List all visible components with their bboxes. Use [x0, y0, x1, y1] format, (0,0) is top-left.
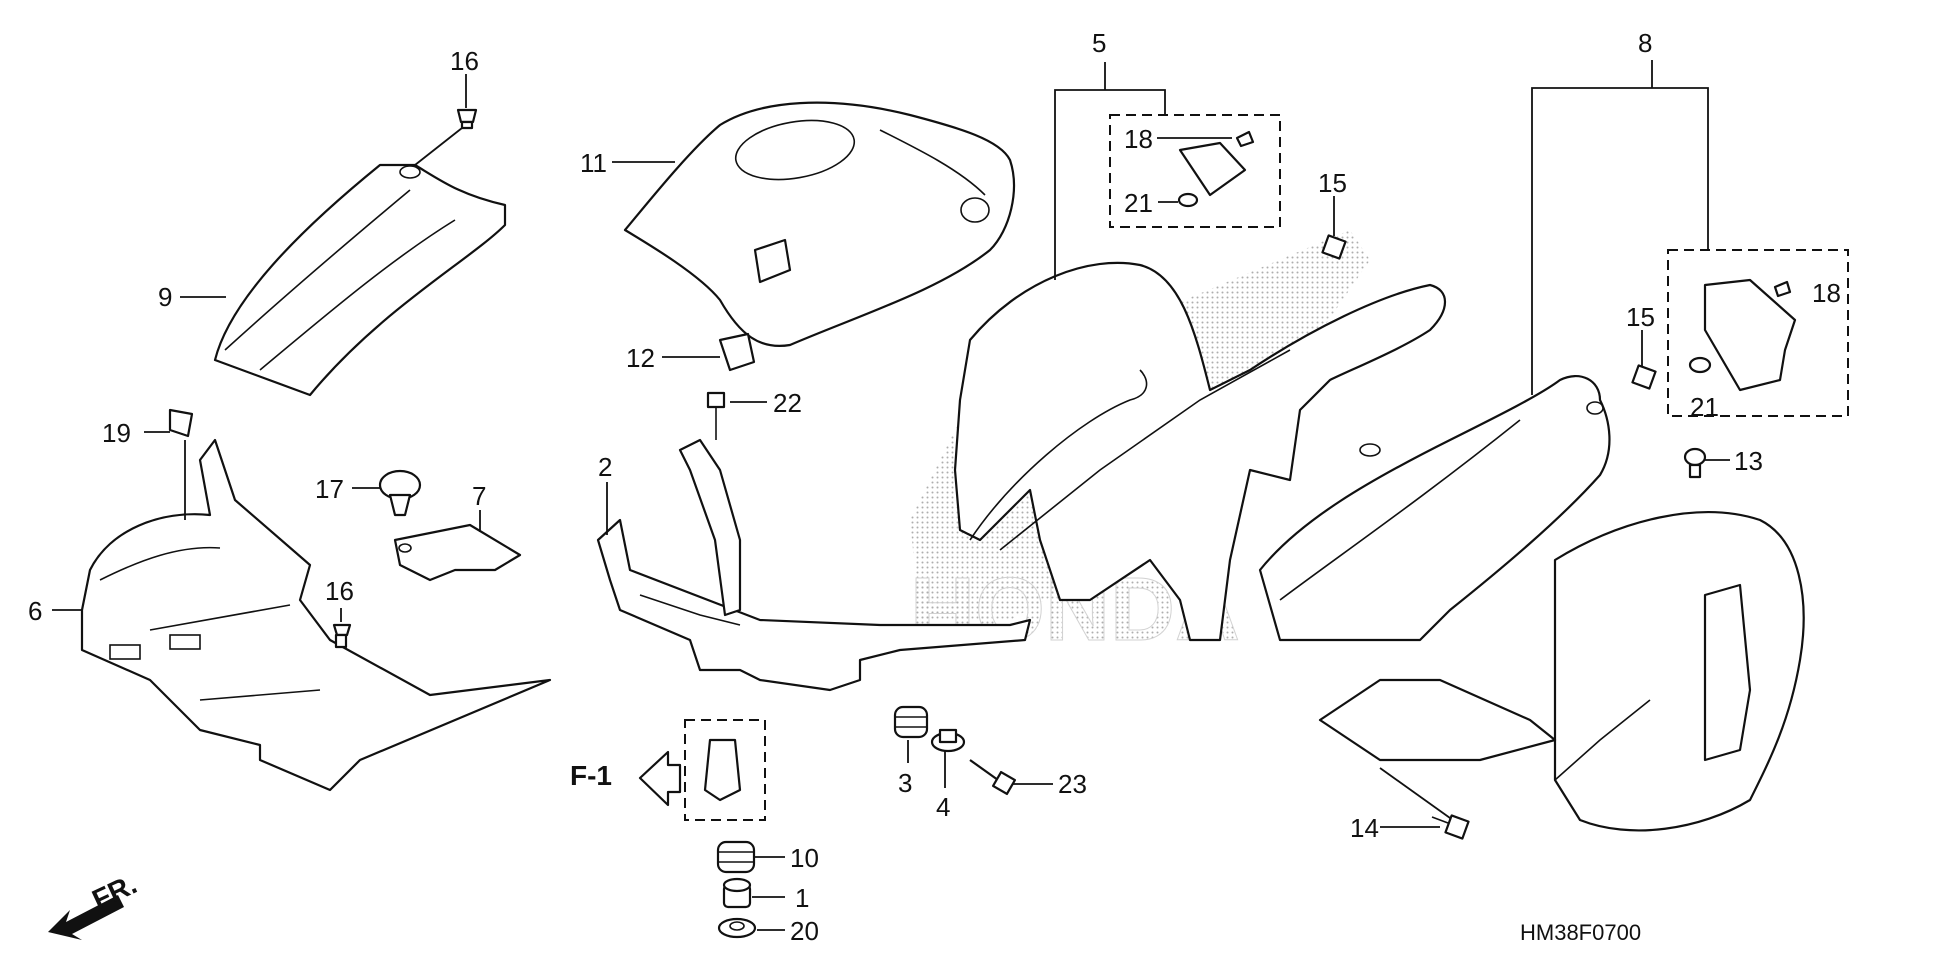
bracket-5 — [1054, 62, 1166, 280]
label-22: 22 — [773, 388, 802, 418]
label-14: 14 — [1350, 813, 1379, 843]
label-6: 6 — [28, 596, 42, 626]
label-18b: 18 — [1812, 278, 1841, 308]
label-23: 23 — [1058, 769, 1087, 799]
label-1: 1 — [795, 883, 809, 913]
label-7: 7 — [472, 481, 486, 511]
bracket-8 — [1531, 60, 1709, 395]
part-16-top-clip — [456, 108, 478, 130]
inset-5-box — [1109, 114, 1281, 228]
label-11: 11 — [580, 148, 607, 178]
part-16-side-clip — [332, 623, 352, 649]
part-12-clip — [718, 332, 756, 372]
label-13: 13 — [1734, 446, 1763, 476]
fr-direction-arrow — [48, 895, 124, 940]
label-4: 4 — [936, 792, 950, 822]
label-19: 19 — [102, 418, 131, 448]
inset-8-box — [1667, 249, 1849, 417]
part-20-washer — [717, 917, 757, 939]
label-9: 9 — [158, 282, 172, 312]
part-23-bolt — [969, 759, 1017, 796]
part-14-bolt — [1431, 814, 1470, 840]
label-5: 5 — [1092, 28, 1106, 58]
label-17: 17 — [315, 474, 344, 504]
part-7-bracket — [393, 523, 522, 582]
label-20: 20 — [790, 916, 819, 946]
part-8-side-guard — [1258, 375, 1805, 832]
part-10-grommet — [716, 840, 756, 874]
label-21a: 21 — [1124, 188, 1153, 218]
part-2-frame-bracket — [596, 438, 1032, 692]
label-15b: 15 — [1626, 302, 1655, 332]
label-16b: 16 — [325, 576, 354, 606]
part-6-undertray — [80, 438, 552, 792]
label-12: 12 — [626, 343, 655, 373]
part-22-bolt — [706, 391, 726, 440]
leader-lines — [52, 74, 1730, 931]
diagram-code: HM38F0700 — [1520, 920, 1641, 945]
part-13-clip — [1683, 447, 1707, 479]
callout-labels: 5 8 16 11 9 12 22 19 17 7 16 6 2 18 21 1… — [28, 28, 1841, 946]
label-8: 8 — [1638, 28, 1652, 58]
label-15a: 15 — [1318, 168, 1347, 198]
f1-reference — [638, 719, 766, 821]
part-5-front-fender — [953, 261, 1446, 642]
part-9-seat-cowl — [213, 163, 507, 397]
label-3: 3 — [898, 768, 912, 798]
part-4-collar — [930, 728, 966, 753]
label-10: 10 — [790, 843, 819, 873]
part-3-grommet — [893, 705, 929, 739]
f1-reference-label: F-1 — [570, 760, 612, 791]
label-18a: 18 — [1124, 124, 1153, 154]
part-15-bolt-left — [1321, 234, 1347, 260]
part-11-tank-cover — [623, 101, 1016, 347]
part-17-rivet — [378, 469, 422, 517]
part-1-collar — [722, 877, 752, 909]
label-2: 2 — [598, 452, 612, 482]
label-21b: 21 — [1690, 392, 1719, 422]
label-16a: 16 — [450, 46, 479, 76]
part-15-bolt-right — [1631, 364, 1657, 390]
part-19-clip — [168, 408, 194, 438]
